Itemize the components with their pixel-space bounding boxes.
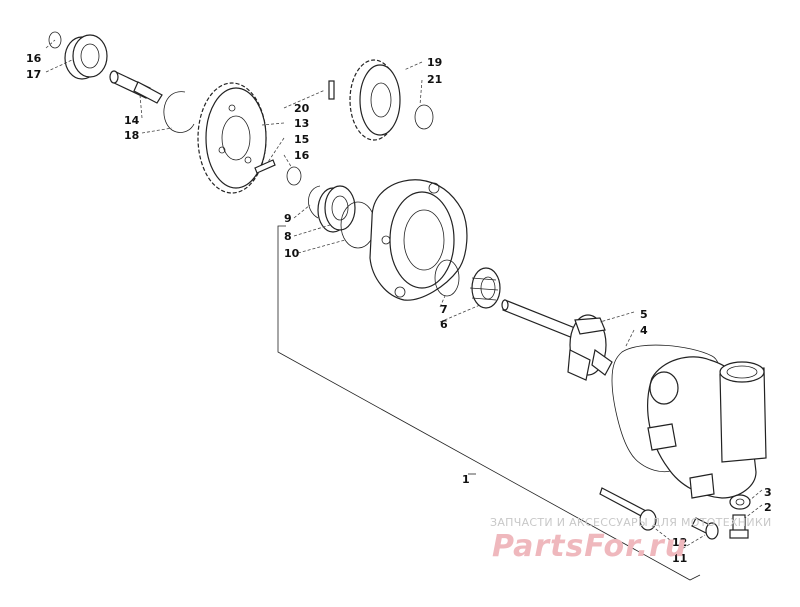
callout-20: 20 [294, 102, 310, 115]
long-bolt-part [599, 487, 657, 531]
callout-16b: 16 [294, 149, 310, 162]
washer-part [729, 494, 751, 510]
drain-bolt-part [729, 514, 749, 539]
callout-2: 2 [764, 501, 772, 514]
short-bolt-part [691, 517, 719, 540]
pin-part [254, 159, 276, 174]
callout-14: 14 [124, 114, 140, 127]
callout-4: 4 [640, 324, 648, 337]
callout-11: 11 [672, 552, 687, 565]
drive-shaft-part [109, 70, 163, 104]
watermark-brand: PartsFor.ru [492, 529, 687, 564]
large-gear-part [197, 82, 267, 194]
pump-housing-part [647, 356, 767, 499]
callout-8: 8 [284, 230, 292, 243]
impeller-shaft-part [501, 299, 581, 341]
callout-3: 3 [764, 486, 772, 499]
circlip-part [163, 91, 195, 133]
circlip-small-part [414, 104, 434, 130]
oring-part [286, 166, 302, 186]
snap-ring-part [308, 185, 321, 219]
callout-9: 9 [284, 212, 292, 225]
callout-17: 17 [26, 68, 41, 81]
seal-oring-part [434, 259, 460, 297]
callout-labels: 16 17 14 18 20 13 15 16 19 21 9 8 10 7 6… [26, 52, 772, 565]
callout-15: 15 [294, 133, 309, 146]
watermark: ЗАПЧАСТИ И АКСЕССУАРЫ ДЛЯ МОТОТЕХНИКИ Pa… [490, 516, 772, 564]
callout-18: 18 [124, 129, 139, 142]
callout-10: 10 [284, 247, 300, 260]
leader-lines [45, 39, 763, 557]
pump-cover-part [369, 179, 468, 301]
callout-19: 19 [427, 56, 442, 69]
impeller-part [567, 314, 613, 381]
bearing-part [317, 185, 356, 233]
callout-21: 21 [427, 73, 442, 86]
small-gear-part [349, 59, 401, 141]
assembly-bracket [277, 225, 701, 581]
mechanical-seal-part [469, 267, 501, 309]
callout-12: 12 [672, 536, 687, 549]
callout-16: 16 [26, 52, 42, 65]
dowel-pin-part [328, 80, 335, 100]
oil-seal-part [64, 34, 108, 80]
callout-7: 7 [440, 303, 448, 316]
watermark-tagline: ЗАПЧАСТИ И АКСЕССУАРЫ ДЛЯ МОТОТЕХНИКИ [490, 516, 772, 529]
small-oring-part [48, 31, 62, 49]
callout-6: 6 [440, 318, 448, 331]
callout-1: 1 [462, 473, 470, 486]
callout-5: 5 [640, 308, 648, 321]
callout-13: 13 [294, 117, 309, 130]
